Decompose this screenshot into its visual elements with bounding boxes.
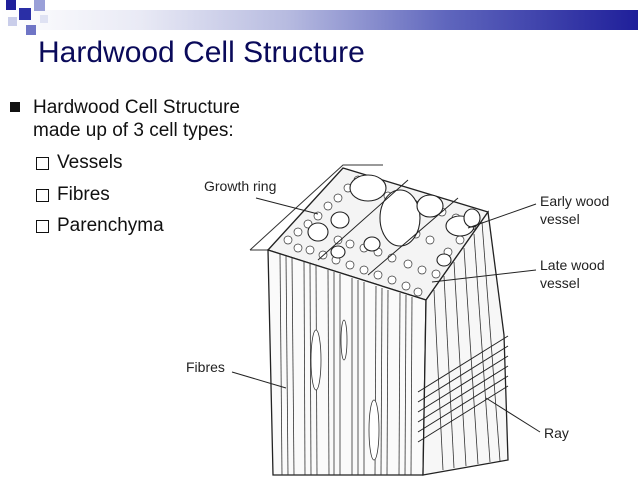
hollow-square-bullet-icon — [36, 220, 49, 233]
ray-cells — [417, 335, 509, 443]
bullet-main-text: Hardwood Cell Structure made up of 3 cel… — [33, 97, 240, 141]
header-gradient-bar — [0, 10, 638, 30]
hardwood-cell-diagram: Growth ring Early wood vessel Late wood … — [168, 140, 638, 478]
hollow-square-bullet-icon — [36, 157, 49, 170]
hollow-square-bullet-icon — [36, 189, 49, 202]
label-ray: Ray — [544, 425, 569, 441]
vessel-openings — [307, 174, 481, 267]
block-front-face — [267, 249, 427, 476]
growth-ring-plane — [249, 164, 383, 251]
label-growth-ring: Growth ring — [204, 178, 276, 194]
label-late-wood-line2: vessel — [540, 275, 580, 291]
bullet-square-icon — [10, 102, 20, 112]
label-late-wood-line1: Late wood — [540, 257, 605, 273]
slide-title: Hardwood Cell Structure — [38, 36, 365, 69]
subitem-text: Fibres — [57, 184, 110, 205]
subitem-text: Parenchyma — [57, 215, 164, 236]
subitem-text: Vessels — [57, 152, 123, 173]
label-fibres: Fibres — [186, 359, 225, 375]
block-right-face — [417, 210, 509, 476]
leader-lines — [231, 197, 541, 433]
label-early-wood-line2: vessel — [540, 211, 580, 227]
label-early-wood-line1: Early wood — [540, 193, 609, 209]
